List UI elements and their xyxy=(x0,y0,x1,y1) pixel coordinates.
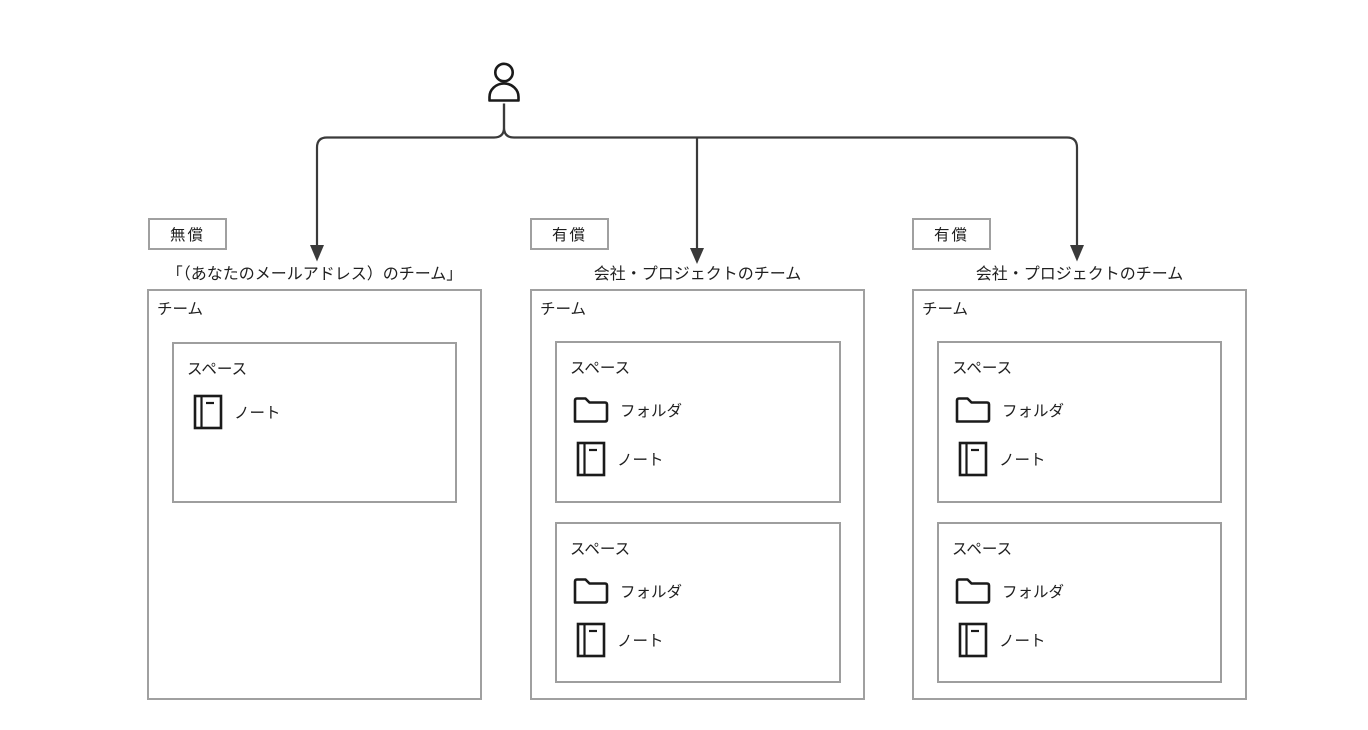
folder-label: フォルダ xyxy=(1002,583,1065,601)
note-label: ノート xyxy=(999,633,1046,650)
team-label: チーム xyxy=(540,301,587,318)
note-label: ノート xyxy=(617,452,664,469)
folder-icon xyxy=(573,578,609,604)
team-box-paid-2: チーム スペース フォルダ ノート スペース xyxy=(912,289,1247,700)
note-item: ノート xyxy=(958,622,1046,658)
team-box-paid-1: チーム スペース フォルダ ノート スペース xyxy=(530,289,865,700)
folder-icon xyxy=(573,397,609,423)
folder-label: フォルダ xyxy=(1002,402,1065,420)
arrowhead-middle xyxy=(690,248,704,264)
note-icon xyxy=(576,622,606,658)
connector-branch-right xyxy=(502,103,1079,246)
note-item: ノート xyxy=(193,394,281,430)
folder-icon xyxy=(955,397,991,423)
person-icon xyxy=(488,62,520,102)
folder-label: フォルダ xyxy=(620,402,683,420)
connector-arrowheads xyxy=(310,245,1084,264)
badge-free: 無償 xyxy=(148,218,227,250)
note-item: ノート xyxy=(958,441,1046,477)
note-icon xyxy=(958,622,988,658)
team-title-paid-1: 会社・プロジェクトのチーム xyxy=(593,266,802,283)
team-title-free: 「（あなたのメールアドレス）のチーム」 xyxy=(166,266,463,283)
space-box: スペース フォルダ ノート xyxy=(555,522,841,683)
space-box: スペース ノート xyxy=(172,342,457,503)
space-box: スペース フォルダ ノート xyxy=(937,522,1222,683)
note-label: ノート xyxy=(999,452,1046,469)
badge-paid-1: 有償 xyxy=(530,218,609,250)
folder-item: フォルダ xyxy=(955,395,1064,424)
space-label: スペース xyxy=(952,360,1013,377)
note-label: ノート xyxy=(234,405,281,422)
space-label: スペース xyxy=(570,541,631,558)
note-label: ノート xyxy=(617,633,664,650)
note-icon xyxy=(193,394,223,430)
arrowhead-left xyxy=(310,245,324,262)
team-label: チーム xyxy=(157,301,204,318)
folder-label: フォルダ xyxy=(620,583,683,601)
space-label: スペース xyxy=(187,361,248,378)
note-icon xyxy=(958,441,988,477)
space-box: スペース フォルダ ノート xyxy=(937,341,1222,503)
folder-item: フォルダ xyxy=(955,576,1064,605)
space-box: スペース フォルダ ノート xyxy=(555,341,841,503)
space-label: スペース xyxy=(952,541,1013,558)
folder-icon xyxy=(955,578,991,604)
note-item: ノート xyxy=(576,441,664,477)
connector-lines xyxy=(315,103,1079,249)
folder-item: フォルダ xyxy=(573,395,682,424)
folder-item: フォルダ xyxy=(573,576,682,605)
connector-branch-left xyxy=(315,103,506,246)
team-title-paid-2: 会社・プロジェクトのチーム xyxy=(975,266,1184,283)
note-item: ノート xyxy=(576,622,664,658)
team-label: チーム xyxy=(922,301,969,318)
arrowhead-right xyxy=(1070,245,1084,262)
space-label: スペース xyxy=(570,360,631,377)
badge-paid-2: 有償 xyxy=(912,218,991,250)
team-box-free: チーム スペース ノート xyxy=(147,289,482,700)
note-icon xyxy=(576,441,606,477)
